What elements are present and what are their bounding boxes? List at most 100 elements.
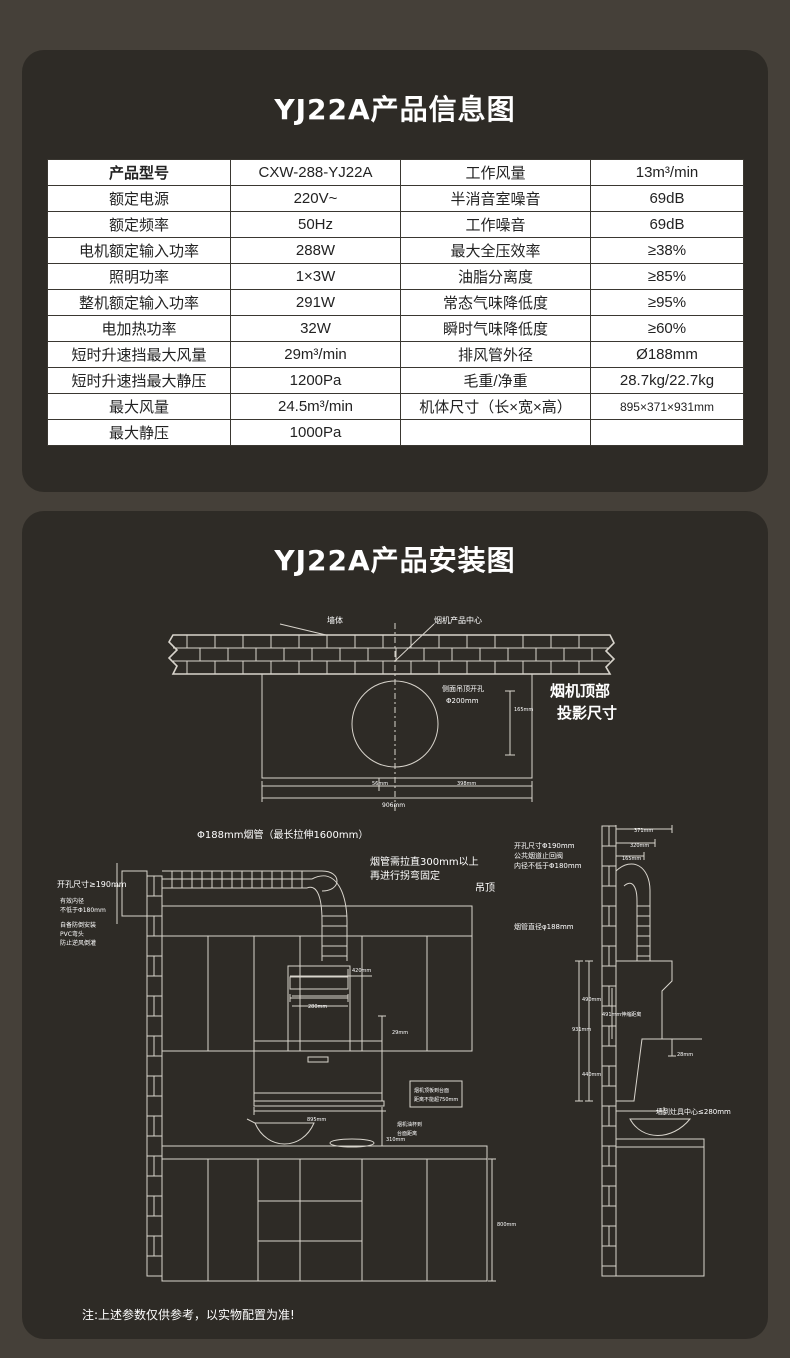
spec-cell: Ø188mm xyxy=(590,341,744,368)
dim-28: 28mm xyxy=(677,1052,693,1058)
footnote: 注:上述参数仅供参考，以实物配置为准! xyxy=(82,1308,295,1322)
label-hole-diameter: Φ200mm xyxy=(446,697,479,705)
label-pull-straight-2: 再进行拐弯固定 xyxy=(370,869,440,882)
spec-cell: 69dB xyxy=(590,211,744,238)
spec-cell: 工作噪音 xyxy=(400,211,591,238)
label-side-check: 公共烟道止回阀 xyxy=(514,851,563,860)
spec-cell: 产品型号 xyxy=(47,159,231,186)
dim-490: 490mm xyxy=(582,997,601,1003)
dim-420: 420mm xyxy=(352,968,371,974)
dim-280: 280mm xyxy=(308,1004,327,1010)
label-ceiling-hole: 侧面吊顶开孔 xyxy=(442,684,484,693)
install-drawing: 墙体 烟机产品中心 侧面吊顶开孔 Φ200mm 165mm 56mm 398mm… xyxy=(57,615,731,1282)
spec-cell: 32W xyxy=(230,315,401,342)
label-check-valve-3: 防止逆风倒灌 xyxy=(60,939,96,947)
spec-cell: 最大全压效率 xyxy=(400,237,591,264)
dim-931: 931mm xyxy=(572,1027,591,1033)
dim-310: 310mm xyxy=(386,1137,405,1143)
label-check-valve-1: 自备防倒安装 xyxy=(60,921,96,929)
dim-371: 371mm xyxy=(634,828,653,834)
label-oil-cup-1: 烟机油杯到 xyxy=(397,1121,422,1128)
label-wall-to-stove: 墙到灶具中心≤280mm xyxy=(656,1107,731,1116)
spec-cell: 短时升速挡最大静压 xyxy=(47,367,231,394)
label-telescopic: 491mm伸缩距离 xyxy=(602,1011,641,1018)
spec-cell: 1×3W xyxy=(230,263,401,290)
label-ceiling: 吊顶 xyxy=(475,882,495,894)
spec-cell: ≥60% xyxy=(590,315,744,342)
dim-320: 320mm xyxy=(630,843,649,849)
label-oil-cup-2: 台面距离 xyxy=(397,1130,417,1137)
spec-cell: 最大静压 xyxy=(47,419,231,446)
spec-cell: 29m³/min xyxy=(230,341,401,368)
spec-cell: 电机额定输入功率 xyxy=(47,237,231,264)
spec-cell: 电加热功率 xyxy=(47,315,231,342)
spec-cell: 机体尺寸（长×宽×高） xyxy=(400,393,591,420)
spec-cell: 最大风量 xyxy=(47,393,231,420)
label-hood-center: 烟机产品中心 xyxy=(434,615,482,625)
dim-165-top: 165mm xyxy=(514,707,533,713)
dim-29: 29mm xyxy=(392,1030,408,1036)
spec-cell: 整机额定输入功率 xyxy=(47,289,231,316)
label-side-duct: 烟管直径φ188mm xyxy=(514,922,574,931)
spec-cell: 额定电源 xyxy=(47,185,231,212)
label-side-hole: 开孔尺寸Φ190mm xyxy=(514,841,575,850)
dim-440: 440mm xyxy=(582,1072,601,1078)
spec-cell: 24.5m³/min xyxy=(230,393,401,420)
spec-cell: 69dB xyxy=(590,185,744,212)
info-title: YJ22A产品信息图 xyxy=(274,93,516,126)
spec-cell: 瞬时气味降低度 xyxy=(400,315,591,342)
top-view-diagram xyxy=(167,623,616,811)
spec-cell: 油脂分离度 xyxy=(400,263,591,290)
dim-906: 906mm xyxy=(382,802,405,809)
spec-cell: CXW-288-YJ22A xyxy=(230,159,401,186)
spec-cell: 288W xyxy=(230,237,401,264)
label-max-height-1: 烟机顶板到台面 xyxy=(414,1087,449,1094)
label-projection-2: 投影尺寸 xyxy=(557,704,617,722)
dim-56: 56mm xyxy=(372,781,388,787)
front-view-diagram xyxy=(114,863,496,1282)
side-view-diagram xyxy=(575,825,705,1277)
spec-cell: 半消音室噪音 xyxy=(400,185,591,212)
label-duct-length: Φ188mm烟管（最长拉伸1600mm） xyxy=(197,828,368,841)
dim-800: 800mm xyxy=(497,1222,516,1228)
label-hole-size: 开孔尺寸≥190mm xyxy=(57,879,127,889)
spec-cell: 50Hz xyxy=(230,211,401,238)
label-inner-dia-1: 有效内径 xyxy=(60,897,84,905)
dim-165-side: 165mm xyxy=(622,856,641,862)
spec-cell: ≥85% xyxy=(590,263,744,290)
spec-cell: 常态气味降低度 xyxy=(400,289,591,316)
label-check-valve-2: PVC弯头 xyxy=(60,930,84,938)
spec-cell: ≥95% xyxy=(590,289,744,316)
spec-cell: 工作风量 xyxy=(400,159,591,186)
dim-398: 398mm xyxy=(457,781,476,787)
spec-cell: 1200Pa xyxy=(230,367,401,394)
spec-cell: 排风管外径 xyxy=(400,341,591,368)
spec-cell: 1000Pa xyxy=(230,419,401,446)
label-wall: 墙体 xyxy=(327,615,343,625)
spec-cell: 291W xyxy=(230,289,401,316)
spec-cell xyxy=(400,419,591,446)
spec-cell: 13m³/min xyxy=(590,159,744,186)
spec-cell: 额定频率 xyxy=(47,211,231,238)
spec-cell: 220V~ xyxy=(230,185,401,212)
label-projection-1: 烟机顶部 xyxy=(550,682,610,700)
spec-cell: 毛重/净重 xyxy=(400,367,591,394)
label-pull-straight-1: 烟管需拉直300mm以上 xyxy=(370,855,479,868)
spec-cell: ≥38% xyxy=(590,237,744,264)
dim-895: 895mm xyxy=(307,1117,326,1123)
spec-cell: 28.7kg/22.7kg xyxy=(590,367,744,394)
spec-cell: 895×371×931mm xyxy=(590,393,744,420)
